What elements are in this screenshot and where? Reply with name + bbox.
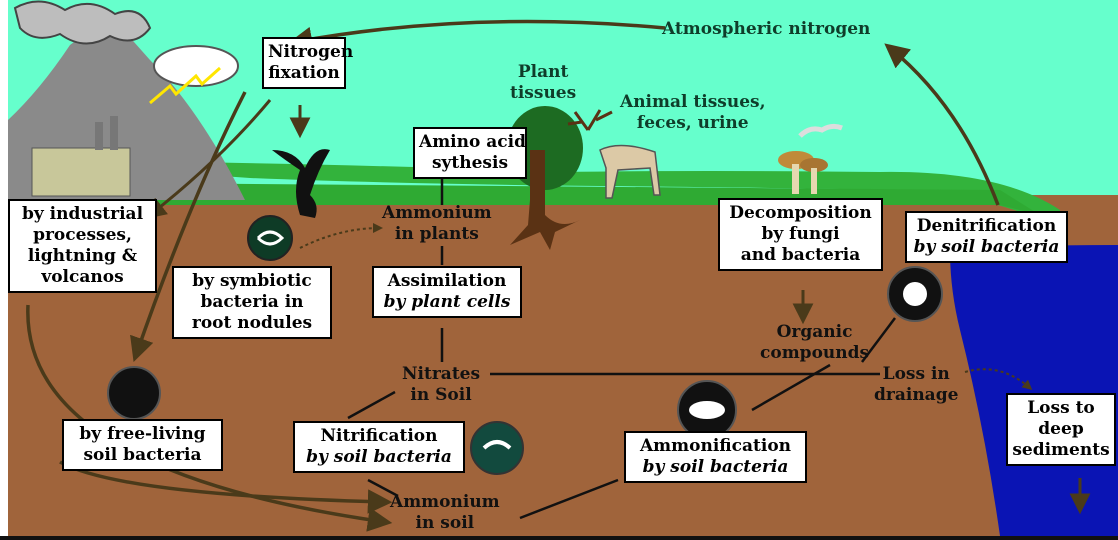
label-plant-tissues: Plant tissues — [510, 62, 576, 104]
bacteria-icon-free-living — [108, 367, 160, 419]
box-decomposition: Decomposition by fungi and bacteria — [718, 198, 883, 271]
label-ammonium-in-soil: Ammonium in soil — [390, 492, 500, 534]
label-loss-in-drainage: Loss in drainage — [874, 364, 958, 406]
box-denitrification: Denitrification by soil bacteria — [905, 211, 1068, 263]
label-nitrates-in-soil: Nitrates in Soil — [402, 364, 480, 406]
box-free-living-bacteria: by free-living soil bacteria — [62, 419, 223, 471]
label-ammonium-in-plants: Ammonium in plants — [382, 203, 492, 245]
label-organic-compounds: Organic compounds — [760, 322, 869, 364]
mushroom-stem — [792, 164, 799, 194]
factory-building — [32, 148, 130, 196]
label-atmospheric-nitrogen: Atmospheric nitrogen — [662, 19, 870, 40]
factory-stack — [110, 116, 118, 150]
bacteria-icon-symbiotic — [248, 216, 292, 260]
factory-stack — [95, 122, 103, 150]
box-ammonification: Ammonification by soil bacteria — [624, 431, 807, 483]
box-amino-acid-synthesis: Amino acid sythesis — [413, 127, 527, 179]
bacteria-marking — [689, 401, 725, 419]
bacteria-icon-nitrification — [471, 422, 523, 474]
box-assimilation: Assimilation by plant cells — [372, 266, 522, 318]
box-symbiotic-bacteria: by symbiotic bacteria in root nodules — [172, 266, 332, 339]
mushroom-stem — [811, 168, 817, 194]
storm-cloud — [154, 46, 238, 86]
box-nitrogen-fixation: Nitrogen fixation — [262, 37, 346, 89]
bacteria-marking — [903, 282, 927, 306]
box-nitrification: Nitrification by soil bacteria — [293, 421, 465, 473]
label-animal-tissues: Animal tissues, feces, urine — [620, 92, 766, 134]
box-loss-to-deep-sediments: Loss to deep sediments — [1006, 393, 1116, 466]
box-industrial-processes: by industrial processes, lightning & vol… — [8, 199, 157, 293]
left-border — [0, 0, 8, 540]
bottom-border — [0, 536, 1118, 540]
